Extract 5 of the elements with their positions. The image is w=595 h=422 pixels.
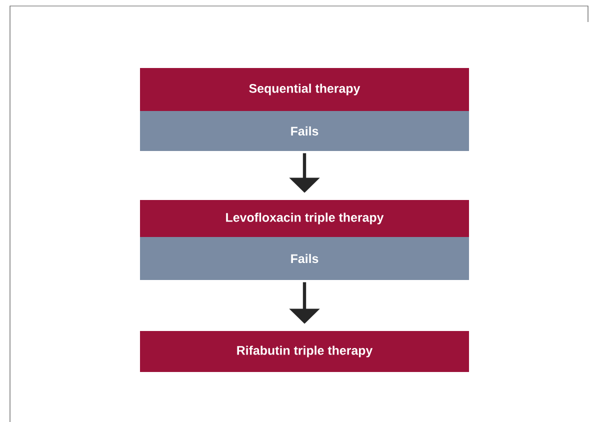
therapy-box: Sequential therapy — [140, 68, 469, 111]
therapy-box: Rifabutin triple therapy — [140, 331, 469, 372]
outcome-box: Fails — [140, 237, 469, 280]
therapy-box: Levofloxacin triple therapy — [140, 200, 469, 237]
outcome-box: Fails — [140, 111, 469, 151]
